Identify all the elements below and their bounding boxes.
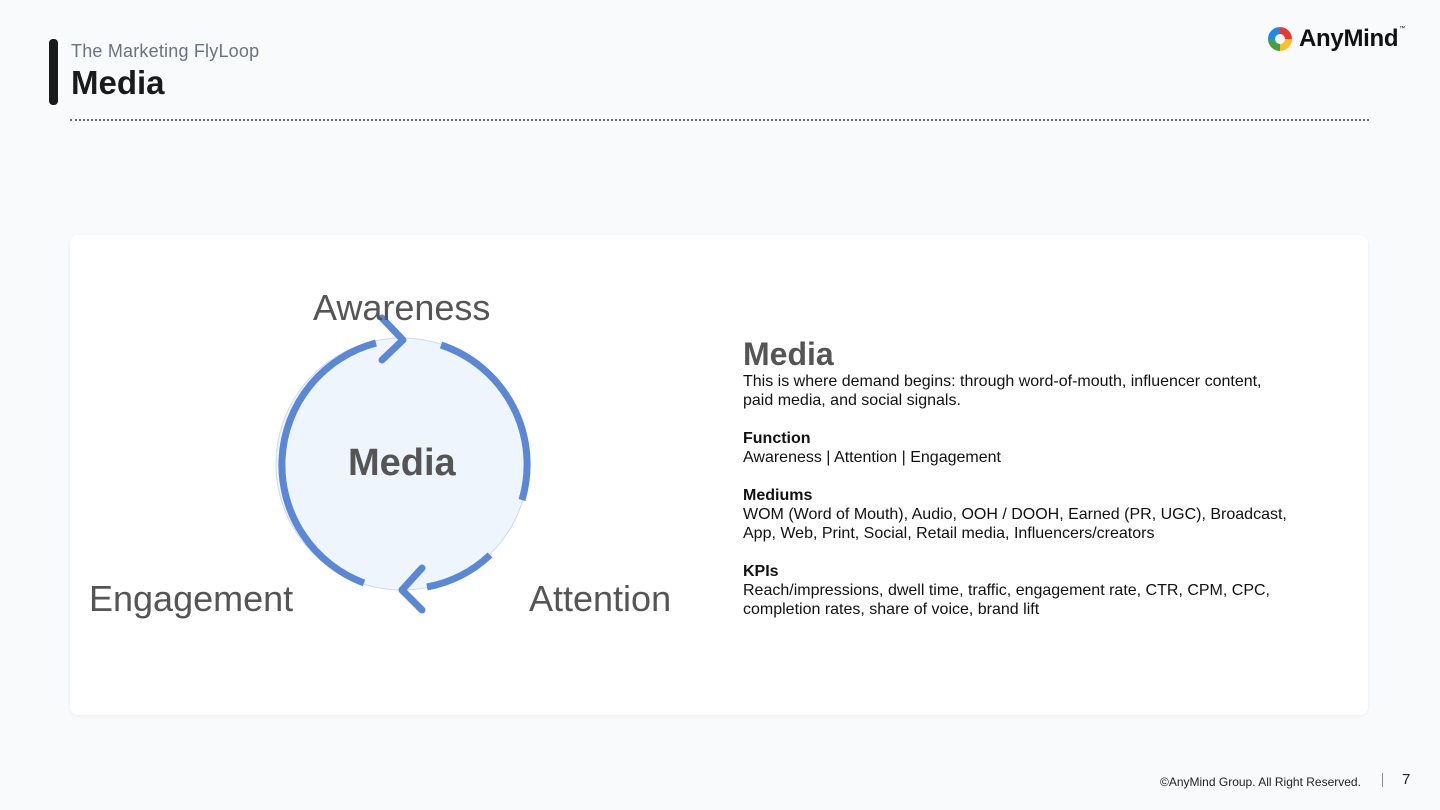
kpis-section: KPIs Reach/impressions, dwell time, traf… [743,562,1333,619]
page-title: Media [71,64,165,101]
section-eyebrow: The Marketing FlyLoop [71,41,260,61]
footer-separator [1382,773,1383,787]
mediums-line-2: App, Web, Print, Social, Retail media, I… [743,525,1155,542]
mediums-section: Mediums WOM (Word of Mouth), Audio, OOH … [743,486,1333,543]
kpis-title: KPIs [743,563,779,580]
kpis-line-1: Reach/impressions, dwell time, traffic, … [743,582,1270,599]
footer-copyright: ©AnyMind Group. All Right Reserved. [1160,775,1361,789]
mediums-line-1: WOM (Word of Mouth), Audio, OOH / DOOH, … [743,506,1287,523]
anymind-logo: AnyMind ™ [1266,23,1405,55]
cycle-center-label: Media [348,442,456,484]
dotted-divider [70,119,1369,121]
stage-label-attention: Attention [529,578,672,619]
logo-wordmark: AnyMind [1299,25,1399,52]
mediums-title: Mediums [743,487,813,504]
intro-line-1: This is where demand begins: through wor… [743,373,1262,390]
logo-trademark: ™ [1399,26,1406,32]
info-heading: Media [743,336,834,372]
kpis-line-2: completion rates, share of voice, brand … [743,601,1040,618]
function-title: Function [743,430,811,447]
intro-line-2: paid media, and social signals. [743,392,961,409]
anymind-logo-icon [1268,27,1292,51]
stage-label-awareness: Awareness [313,287,491,328]
title-accent-bar [49,39,58,105]
info-panel: Media This is where demand begins: throu… [743,336,1333,619]
stage-label-engagement: Engagement [89,578,294,619]
function-text: Awareness | Attention | Engagement [743,449,1001,466]
function-section: Function Awareness | Attention | Engagem… [743,429,1333,467]
page-number: 7 [1402,771,1411,788]
